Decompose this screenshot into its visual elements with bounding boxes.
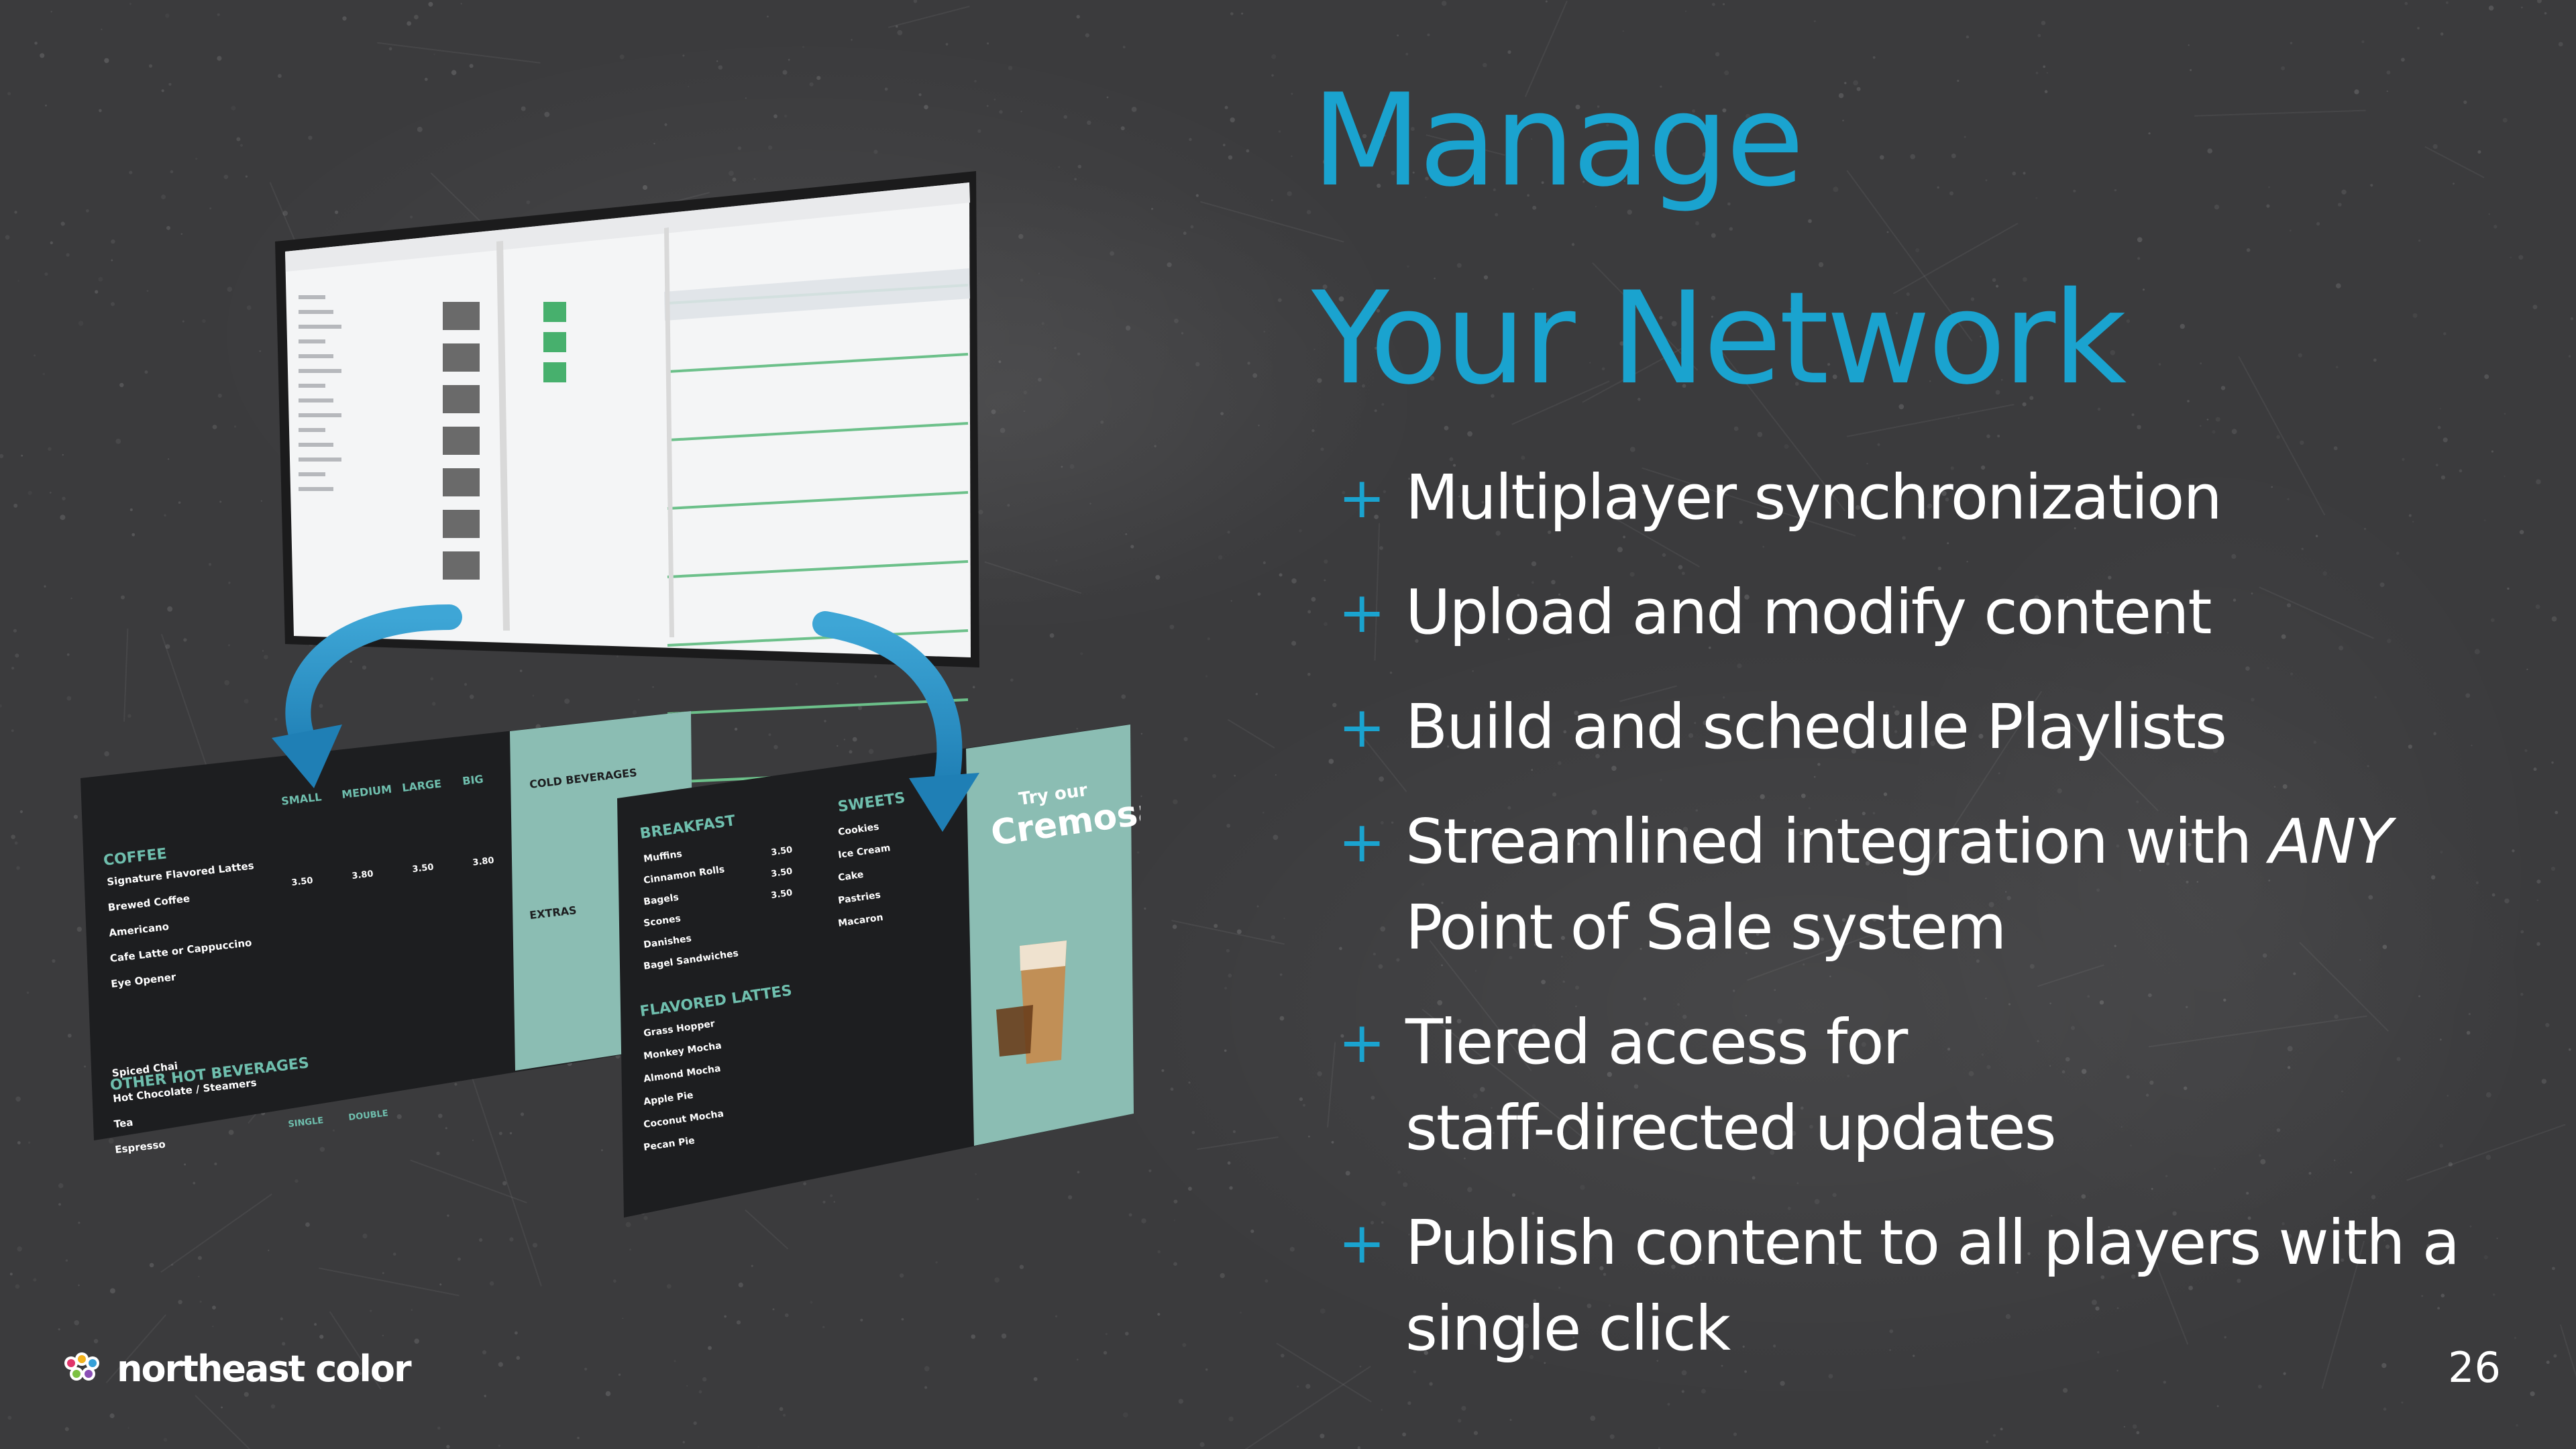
feature-item: + Publish content to all players with a … xyxy=(1338,1200,2546,1372)
coffee-cups-image xyxy=(996,941,1067,1064)
menu-price: 3.50 xyxy=(412,862,435,875)
plus-icon: + xyxy=(1338,465,1385,531)
plus-icon: + xyxy=(1338,694,1385,760)
feature-item: + Tiered access for staff-directed updat… xyxy=(1338,1000,2546,1171)
logo-text: northeast color xyxy=(117,1347,412,1390)
sync-arrow-right xyxy=(812,611,979,832)
menu-price: 3.50 xyxy=(770,845,793,858)
menu-price: 3.50 xyxy=(770,867,793,879)
feature-text-line1: Streamlined integration with ANY xyxy=(1405,799,2546,885)
plus-icon: + xyxy=(1338,580,1385,645)
feature-text-prefix: Streamlined integration with xyxy=(1405,806,2269,877)
company-logo: northeast color xyxy=(62,1345,412,1392)
slide-title-line1: Manage xyxy=(1311,66,1805,215)
feature-item: + Streamlined integration with ANY Point… xyxy=(1338,799,2546,971)
menu-price: 3.50 xyxy=(291,875,314,888)
menu-header: BIG xyxy=(462,773,484,788)
feature-item: + Multiplayer synchronization xyxy=(1338,455,2546,541)
plus-icon: + xyxy=(1338,1010,1385,1075)
feature-text-emphasis: ANY xyxy=(2269,806,2393,877)
monitor xyxy=(275,171,979,784)
feature-text-line1: Tiered access for xyxy=(1405,1006,1908,1078)
feature-text-line2: Point of Sale system xyxy=(1405,892,2006,963)
menu-item: Espresso xyxy=(114,1138,166,1156)
menu-item: Tea xyxy=(113,1116,133,1130)
menu-header: SINGLE xyxy=(288,1116,324,1130)
cms-software-screen xyxy=(285,182,970,784)
feature-list: + Multiplayer synchronization + Upload a… xyxy=(1338,455,2546,1401)
menu-header: DOUBLE xyxy=(348,1108,389,1123)
plus-icon: + xyxy=(1338,1210,1385,1276)
color-dots-logo-icon xyxy=(64,1352,99,1381)
menu-item: Bagels xyxy=(643,892,679,908)
feature-text: Multiplayer synchronization xyxy=(1405,462,2222,533)
menu-price: 3.50 xyxy=(770,888,793,901)
feature-text-line1: Publish content to all players with a xyxy=(1405,1207,2460,1279)
menu-item: Scones xyxy=(643,913,681,929)
menu-price: 3.80 xyxy=(472,855,495,868)
feature-text: Build and schedule Playlists xyxy=(1405,691,2227,763)
page-number: 26 xyxy=(2448,1343,2501,1392)
feature-text-line2: staff-directed updates xyxy=(1405,1092,2057,1164)
menu-price: 3.80 xyxy=(352,869,374,881)
menu-item: Cake xyxy=(837,869,864,883)
feature-text: Upload and modify content xyxy=(1405,576,2212,648)
slide-title-line2: Your Network xyxy=(1311,264,2127,413)
plus-icon: + xyxy=(1338,809,1385,875)
feature-item: + Upload and modify content xyxy=(1338,570,2546,655)
feature-item: + Build and schedule Playlists xyxy=(1338,684,2546,770)
feature-text-line2: single click xyxy=(1405,1293,1731,1364)
menu-item: Muffins xyxy=(643,849,682,865)
sync-arrow-left xyxy=(272,604,462,788)
